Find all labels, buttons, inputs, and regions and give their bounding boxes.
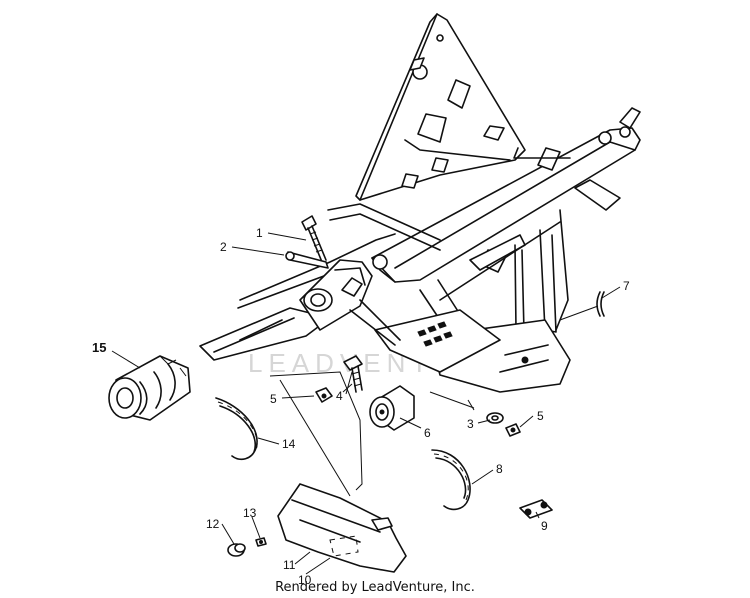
decal-part-10 [329,535,359,557]
pin-part-2 [285,251,329,269]
bolt-part-1 [301,215,327,263]
swing-arm [374,309,501,373]
frame-main-beam [371,107,641,283]
alignment-lines [269,305,599,497]
coupler-part-9 [519,499,553,519]
frame-upright-plate [355,13,526,201]
nut-part-5-right [505,423,521,437]
roller-part-6 [369,385,415,431]
callout-6: 6 [424,426,431,440]
chain-part-8 [431,449,471,511]
screw-part-13 [255,537,267,547]
frame-side-rails [237,203,441,309]
callout-13: 13 [243,506,257,520]
washer-part-3 [467,399,504,424]
callout-7: 7 [623,279,630,293]
leader-lines [111,232,621,575]
callout-9: 9 [541,519,548,533]
callout-10: 10 [298,573,312,587]
chain-guard-part-11 [277,483,407,573]
bolt-part-4 [343,355,363,393]
callout-14: 14 [282,437,296,451]
sprocket-part-15 [108,355,191,421]
chain-part-14 [215,397,258,461]
nut-part-5-left [315,387,333,403]
callout-12: 12 [206,517,220,531]
callout-11: 11 [283,558,296,572]
callout-5-left: 5 [270,392,277,406]
callout-4: 4 [336,389,343,403]
callout-15: 15 [92,340,106,355]
callout-2: 2 [220,240,227,254]
rocker-bracket [299,259,401,346]
callout-8: 8 [496,462,503,476]
cap-part-12 [227,543,246,557]
callout-5-right: 5 [537,409,544,423]
callout-1: 1 [256,226,263,240]
snap-ring-part-7 [596,291,605,317]
callout-labels: 1 2 3 4 5 5 6 7 8 9 10 11 12 13 14 15 [92,226,630,587]
callout-3: 3 [467,417,474,431]
render-credit: Rendered by LeadVenture, Inc. [275,580,475,595]
